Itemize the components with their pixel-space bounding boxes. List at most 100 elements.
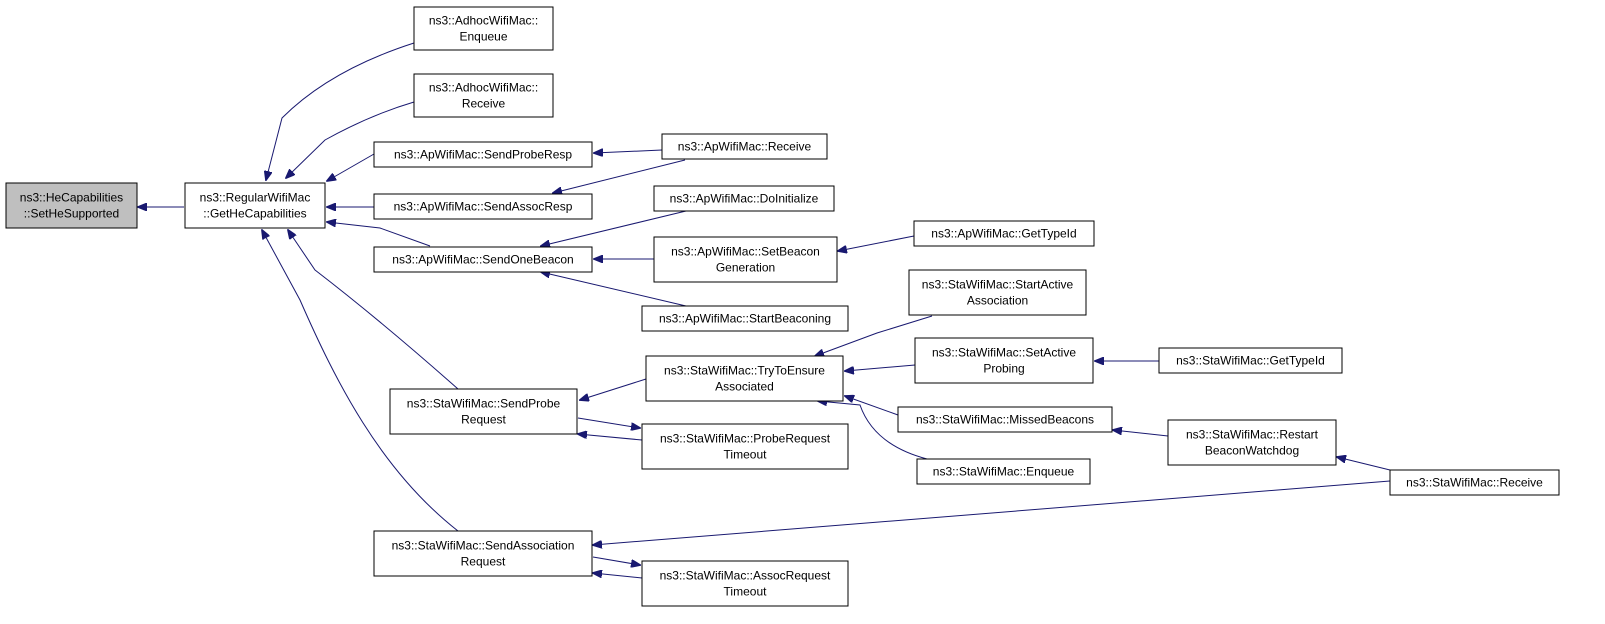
- node-box[interactable]: [641, 423, 849, 470]
- call-edge-n15-to-n8: [593, 573, 643, 579]
- call-edge-n8-to-n15: [592, 556, 640, 565]
- node-box[interactable]: [641, 305, 849, 332]
- call-edge-n23-to-n22: [1337, 457, 1391, 471]
- node-box[interactable]: [373, 141, 593, 168]
- call-edge-n19-to-n13: [845, 396, 899, 416]
- node-box[interactable]: [413, 73, 554, 118]
- graph-node-n3[interactable]: ns3::AdhocWifiMac::Receive: [413, 73, 554, 118]
- node-label: ns3::StaWifiMac::MissedBeacons: [916, 413, 1094, 427]
- node-box[interactable]: [897, 406, 1113, 433]
- node-label: ::GetHeCapabilities: [203, 207, 306, 221]
- node-box[interactable]: [184, 182, 326, 229]
- node-label: ::SetHeSupported: [24, 207, 119, 221]
- graph-node-n21[interactable]: ns3::StaWifiMac::GetTypeId: [1158, 347, 1343, 374]
- node-label: ns3::StaWifiMac::AssocRequest: [660, 569, 831, 583]
- graph-node-n20[interactable]: ns3::StaWifiMac::Enqueue: [916, 458, 1091, 485]
- node-label: ns3::ApWifiMac::Receive: [678, 140, 812, 154]
- node-box[interactable]: [373, 193, 593, 220]
- call-edge-n3-to-n1: [286, 101, 415, 178]
- call-edge-n7-to-n1: [288, 230, 459, 390]
- graph-node-n9[interactable]: ns3::ApWifiMac::Receive: [661, 133, 828, 160]
- call-edge-n13-to-n7: [580, 378, 647, 400]
- node-label: ns3::AdhocWifiMac::: [429, 81, 538, 95]
- node-box[interactable]: [373, 530, 593, 577]
- graph-node-n16[interactable]: ns3::ApWifiMac::GetTypeId: [913, 220, 1095, 247]
- node-box[interactable]: [1158, 347, 1343, 374]
- node-label: ns3::StaWifiMac::GetTypeId: [1176, 354, 1325, 368]
- graph-node-n12[interactable]: ns3::ApWifiMac::StartBeaconing: [641, 305, 849, 332]
- node-box[interactable]: [1167, 419, 1337, 466]
- call-edge-n6-to-n1: [327, 222, 431, 247]
- node-label: ns3::ApWifiMac::DoInitialize: [670, 192, 819, 206]
- node-box[interactable]: [645, 355, 844, 402]
- node-label: Request: [461, 555, 506, 569]
- edges-layer: [138, 42, 1391, 579]
- node-label: ns3::ApWifiMac::SendOneBeacon: [392, 253, 573, 267]
- graph-node-n1[interactable]: ns3::RegularWifiMac::GetHeCapabilities: [184, 182, 326, 229]
- graph-node-n5[interactable]: ns3::ApWifiMac::SendAssocResp: [373, 193, 593, 220]
- graph-node-n4[interactable]: ns3::ApWifiMac::SendProbeResp: [373, 141, 593, 168]
- node-label: ns3::StaWifiMac::SendProbe: [407, 397, 561, 411]
- node-label: ns3::StaWifiMac::ProbeRequest: [660, 432, 831, 446]
- node-box[interactable]: [389, 388, 578, 435]
- node-box[interactable]: [913, 220, 1095, 247]
- node-label: Associated: [715, 380, 774, 394]
- node-label: ns3::RegularWifiMac: [200, 191, 311, 205]
- call-edge-n12-to-n6: [541, 272, 687, 307]
- node-label: Probing: [983, 362, 1024, 376]
- node-label: ns3::StaWifiMac::Receive: [1406, 476, 1543, 490]
- node-label: ns3::StaWifiMac::SendAssociation: [392, 539, 575, 553]
- call-edge-n4-to-n1: [327, 153, 375, 181]
- node-box[interactable]: [373, 246, 593, 273]
- node-box[interactable]: [661, 133, 828, 160]
- graph-node-n10[interactable]: ns3::ApWifiMac::DoInitialize: [653, 185, 835, 212]
- node-label: ns3::ApWifiMac::GetTypeId: [931, 227, 1076, 241]
- node-box[interactable]: [916, 458, 1091, 485]
- node-label: ns3::StaWifiMac::StartActive: [922, 278, 1074, 292]
- node-box[interactable]: [653, 236, 838, 283]
- node-label: Receive: [462, 97, 506, 111]
- node-box[interactable]: [908, 269, 1087, 316]
- node-box[interactable]: [653, 185, 835, 212]
- call-edge-n7-to-n14: [577, 417, 640, 428]
- node-label: ns3::StaWifiMac::SetActive: [932, 346, 1076, 360]
- call-edge-n10-to-n6: [541, 210, 687, 246]
- call-edge-n17-to-n13: [815, 315, 933, 356]
- graph-node-n0[interactable]: ns3::HeCapabilities::SetHeSupported: [5, 182, 138, 229]
- node-label: ns3::HeCapabilities: [20, 191, 123, 205]
- node-box[interactable]: [1389, 469, 1560, 496]
- graph-node-n23[interactable]: ns3::StaWifiMac::Receive: [1389, 469, 1560, 496]
- node-label: Generation: [716, 261, 775, 275]
- node-label: ns3::ApWifiMac::SendProbeResp: [394, 148, 572, 162]
- call-edge-n23-to-n8: [593, 480, 1391, 545]
- call-edge-n8-to-n1: [262, 230, 459, 532]
- root-node-box[interactable]: [5, 182, 138, 229]
- node-box[interactable]: [641, 560, 849, 607]
- node-label: Request: [461, 413, 506, 427]
- node-label: ns3::ApWifiMac::SetBeacon: [671, 245, 820, 259]
- node-label: ns3::StaWifiMac::TryToEnsure: [664, 364, 825, 378]
- call-edge-n22-to-n19: [1113, 430, 1169, 437]
- call-edge-n9-to-n5: [553, 159, 686, 193]
- node-label: Association: [967, 294, 1028, 308]
- call-edge-n16-to-n11: [838, 235, 915, 251]
- graph-node-n19[interactable]: ns3::StaWifiMac::MissedBeacons: [897, 406, 1113, 433]
- graph-node-n6[interactable]: ns3::ApWifiMac::SendOneBeacon: [373, 246, 593, 273]
- node-box[interactable]: [914, 337, 1094, 384]
- node-box[interactable]: [413, 6, 554, 51]
- graph-node-n2[interactable]: ns3::AdhocWifiMac::Enqueue: [413, 6, 554, 51]
- call-edge-n9-to-n4: [594, 150, 663, 153]
- node-label: Timeout: [724, 585, 768, 599]
- nodes-layer: ns3::HeCapabilities::SetHeSupportedns3::…: [5, 6, 1560, 607]
- node-label: ns3::StaWifiMac::Enqueue: [933, 465, 1075, 479]
